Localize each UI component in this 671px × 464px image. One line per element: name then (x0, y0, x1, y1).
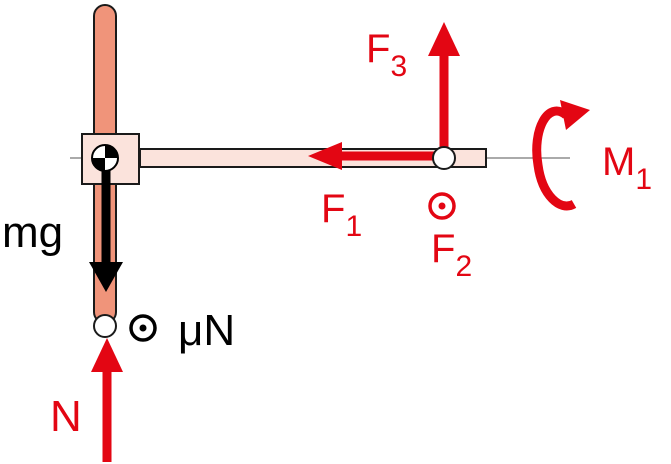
label-m1: M1 (602, 140, 652, 196)
label-f2: F2 (431, 227, 472, 283)
friction-out-of-page-icon (129, 314, 157, 342)
label-n: N (50, 392, 82, 441)
force-f2-out-of-page-icon (428, 192, 456, 220)
gravity-arrow-head (89, 262, 123, 292)
label-f1: F1 (321, 187, 362, 243)
normal-force-arrowhead (91, 338, 123, 372)
force-f3-arrowhead (428, 22, 460, 56)
pin-joint-right (432, 146, 456, 170)
moment-m1-icon (532, 100, 590, 211)
center-of-mass-icon (91, 144, 119, 172)
force-f1-arrowhead (308, 142, 342, 170)
label-mu-n: μN (178, 306, 235, 355)
label-f3: F3 (366, 27, 407, 83)
pin-joint-bottom (93, 314, 117, 338)
label-mg: mg (2, 208, 63, 257)
